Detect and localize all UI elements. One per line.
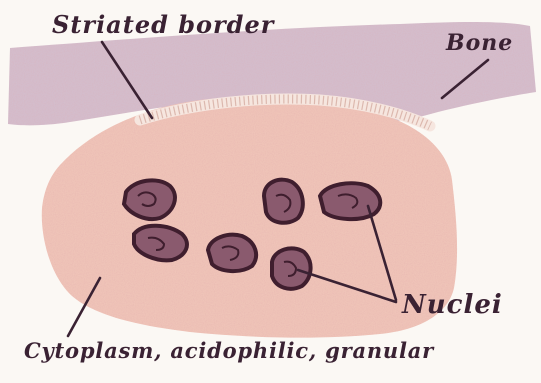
label-nuclei: Nuclei bbox=[402, 290, 503, 320]
nucleus bbox=[124, 180, 175, 219]
nucleus bbox=[264, 180, 303, 223]
label-striated-border: Striated border bbox=[52, 10, 274, 39]
label-bone: Bone bbox=[446, 30, 513, 56]
label-cytoplasm: Cytoplasm, acidophilic, granular bbox=[24, 338, 434, 363]
nucleus bbox=[134, 226, 187, 261]
nucleus bbox=[208, 235, 256, 271]
nucleus bbox=[272, 248, 311, 288]
